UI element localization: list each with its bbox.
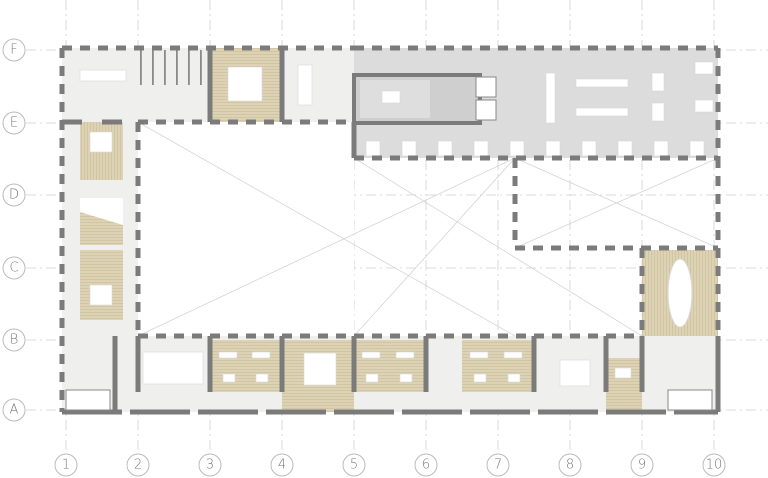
table — [559, 359, 591, 387]
row-label-e: E — [2, 111, 26, 135]
void-diagonal — [514, 157, 719, 249]
stair-tread — [176, 50, 178, 85]
desk — [581, 140, 597, 157]
long-table — [575, 78, 629, 88]
column-label-4: 4 — [270, 453, 294, 477]
office-pair-2 — [354, 340, 426, 392]
column-label-7: 7 — [486, 453, 510, 477]
column-label-8: 8 — [558, 453, 582, 477]
square-table — [303, 352, 337, 386]
desk — [361, 351, 381, 359]
void-diagonal — [353, 157, 516, 337]
row-label-text: D — [9, 188, 19, 203]
table — [651, 72, 665, 92]
elevator — [667, 389, 713, 411]
desk — [509, 140, 525, 157]
desk — [545, 140, 561, 157]
elevator — [475, 76, 497, 98]
elevator — [475, 99, 497, 121]
desk — [251, 351, 271, 359]
landing — [138, 85, 210, 105]
desk — [614, 367, 632, 379]
column-label-text: 2 — [134, 458, 142, 473]
long-table — [575, 107, 629, 117]
desk — [218, 351, 238, 359]
column-label-9: 9 — [630, 453, 654, 477]
column-label-text: 6 — [422, 458, 430, 473]
desk — [689, 140, 705, 157]
void-diagonal — [353, 157, 643, 337]
column-label-text: 1 — [62, 458, 70, 473]
row-label-text: C — [9, 261, 18, 276]
row-label-a: A — [2, 398, 26, 422]
square-table — [89, 131, 113, 153]
row-label-c: C — [2, 256, 26, 280]
row-label-f: F — [2, 38, 26, 62]
column-label-1: 1 — [54, 453, 78, 477]
column-label-2: 2 — [126, 453, 150, 477]
square-table — [227, 66, 263, 102]
column-label-5: 5 — [342, 453, 366, 477]
column-label-6: 6 — [414, 453, 438, 477]
desk — [255, 373, 269, 383]
stair-tread — [140, 50, 142, 85]
row-label-text: A — [10, 403, 19, 418]
column-label-text: 8 — [566, 458, 574, 473]
desk — [401, 140, 417, 157]
restroom — [142, 351, 204, 385]
long-table — [79, 69, 127, 82]
atrium — [138, 122, 354, 336]
office-pair-3 — [462, 340, 534, 392]
stair-tread — [152, 50, 154, 85]
long-table — [545, 72, 556, 124]
column-label-3: 3 — [198, 453, 222, 477]
desk — [365, 373, 379, 383]
row-label-text: F — [10, 43, 17, 58]
column-label-text: 4 — [278, 458, 286, 473]
small-office — [606, 358, 642, 412]
square-table — [89, 284, 113, 306]
furniture — [79, 61, 714, 387]
desk — [365, 140, 381, 157]
kitchen-island — [381, 90, 401, 104]
column-label-text: 5 — [350, 458, 358, 473]
desk — [503, 351, 523, 359]
desk — [617, 140, 633, 157]
table — [694, 61, 714, 75]
column-label-10: 10 — [702, 453, 726, 477]
desk — [469, 351, 489, 359]
desk — [222, 373, 236, 383]
stair-ramp — [80, 212, 123, 245]
elevator — [65, 389, 111, 411]
stair-tread — [164, 50, 166, 85]
desk — [473, 140, 489, 157]
stair-tread — [200, 50, 202, 85]
column-label-text: 3 — [206, 458, 214, 473]
row-label-d: D — [2, 183, 26, 207]
row-label-b: B — [2, 328, 26, 352]
desk — [653, 140, 669, 157]
void-diagonal — [137, 157, 516, 337]
desk — [395, 351, 415, 359]
grid-labels: A B C D E F 1 2 3 4 5 6 7 8 9 10 — [2, 38, 726, 477]
office-pair-1 — [210, 340, 282, 392]
meeting-room — [282, 48, 354, 122]
stair-tread — [188, 50, 190, 85]
table — [651, 102, 665, 122]
column-label-text: 7 — [494, 458, 502, 473]
row-label-text: B — [10, 333, 19, 348]
walls — [59, 45, 721, 415]
desk — [399, 373, 413, 383]
long-table — [297, 64, 313, 106]
void-diagonal — [137, 121, 516, 337]
oval-table — [667, 258, 693, 328]
column-label-text: 10 — [706, 458, 723, 473]
row-label-text: E — [10, 116, 18, 131]
desk — [437, 140, 453, 157]
desk — [507, 373, 521, 383]
table — [694, 99, 714, 113]
column-label-text: 9 — [638, 458, 646, 473]
desk — [473, 373, 487, 383]
